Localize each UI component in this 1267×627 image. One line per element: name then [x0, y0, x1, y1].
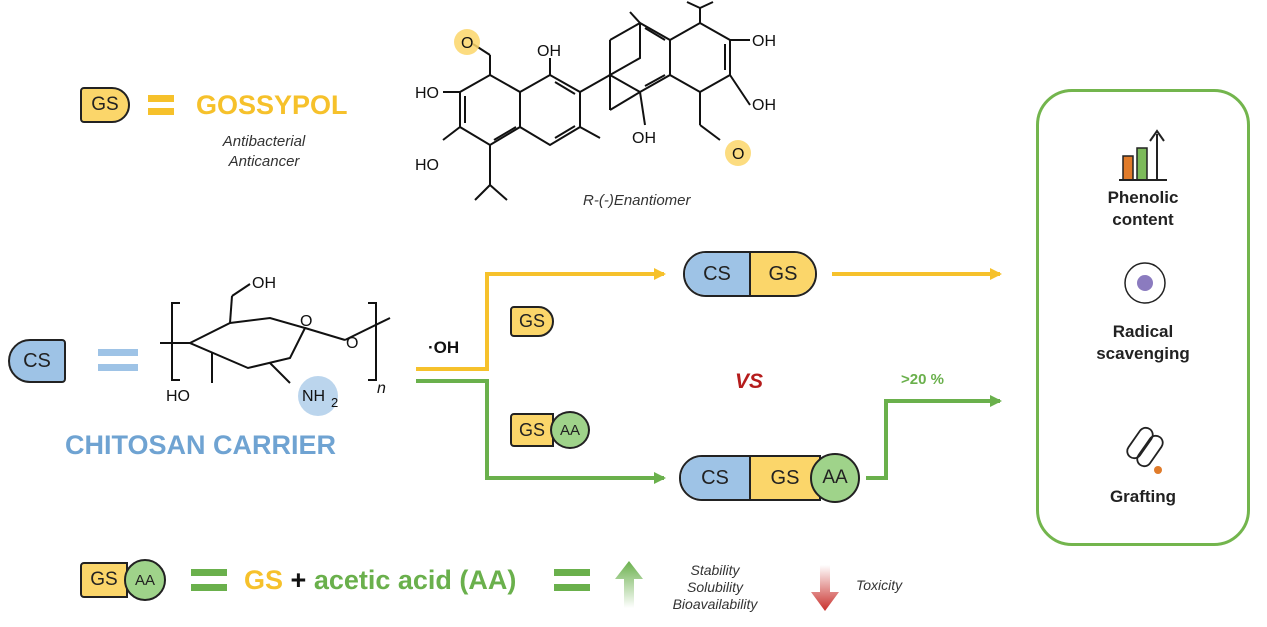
ga-equation-gs: GS — [244, 565, 284, 595]
gossypol-oh-2: OH — [752, 33, 776, 50]
up-property-3: Bioavailability — [672, 596, 758, 612]
yellow-reaction-arrow — [416, 268, 666, 371]
down-property-1: Toxicity — [856, 577, 903, 593]
gs-aa-reagent-aa: AA — [550, 411, 590, 449]
chitosan-oh-top: OH — [252, 275, 276, 292]
equals-sign-ga-2 — [554, 569, 590, 591]
gs-reagent-badge: GS — [510, 306, 554, 337]
equals-sign-chitosan — [98, 349, 138, 371]
results-panel: Phenolic content Radical scavenging Graf… — [1036, 89, 1250, 546]
cs-badge: CS — [8, 339, 66, 383]
chitosan-title: CHITOSAN CARRIER — [65, 430, 337, 460]
link-graft-icon — [1126, 426, 1164, 474]
ga-equation: GS + acetic acid (AA) — [244, 565, 516, 596]
chitosan-link-o: O — [346, 335, 358, 352]
gossypol-oh-3: OH — [752, 97, 776, 114]
gs-badge: GS — [80, 87, 130, 123]
gossypol-property-2: Anticancer — [228, 153, 300, 170]
ga-equation-plus: + — [290, 565, 307, 595]
chitosan-nh-sub: 2 — [331, 395, 338, 410]
up-property-2: Solubility — [686, 579, 744, 595]
equals-sign-gossypol — [148, 95, 174, 115]
ga-equation-acetic: acetic acid (AA) — [313, 565, 517, 595]
up-arrow-icon — [615, 561, 643, 608]
gossypol-title: GOSSYPOL — [196, 90, 348, 120]
phenolic-label-1: Phenolic — [1107, 188, 1179, 207]
cs-gs-aa-product-aa: AA — [810, 453, 860, 503]
grafting-label: Grafting — [1109, 487, 1177, 506]
green-output-arrow — [866, 395, 1002, 480]
down-arrow-icon — [811, 565, 839, 611]
improvement-label: >20 % — [901, 371, 944, 388]
cs-gs-product-cs: CS — [685, 253, 751, 295]
gossypol-structure: O O OH OH HO OH HO OH — [415, 1, 776, 201]
cs-gs-aa-product-gs: GS — [751, 457, 819, 499]
cs-gs-product-gs: GS — [751, 253, 815, 295]
enantiomer-caption: R-(-)Enantiomer — [583, 192, 691, 209]
aldehyde-o-left: O — [461, 35, 473, 52]
chitosan-ho: HO — [166, 388, 190, 405]
legend-aa-badge: AA — [124, 559, 166, 601]
chitosan-repeat-n: n — [377, 380, 386, 397]
gossypol-oh-1: OH — [537, 43, 561, 60]
gs-aa-reagent-gs: GS — [510, 413, 554, 447]
chitosan-ring-o: O — [300, 313, 312, 330]
chitosan-structure: OH O O HO NH 2 n — [160, 275, 391, 416]
legend-gs-badge: GS — [80, 562, 128, 598]
cs-gs-aa-product: CS GS — [679, 455, 821, 501]
green-reaction-arrow — [416, 379, 666, 484]
aldehyde-o-right: O — [732, 146, 744, 163]
equals-sign-ga-1 — [191, 569, 227, 591]
chitosan-nh: NH — [302, 388, 325, 405]
gossypol-oh-4: OH — [632, 130, 656, 147]
gossypol-ho-1: HO — [415, 85, 439, 102]
gossypol-property-1: Antibacterial — [222, 133, 306, 150]
radical-label-1: Radical — [1112, 322, 1174, 341]
gossypol-ho-2: HO — [415, 157, 439, 174]
radical-label-2: scavenging — [1096, 344, 1190, 363]
up-property-1: Stability — [690, 562, 740, 578]
radical-dot-icon — [1124, 262, 1166, 304]
up-properties: Stability Solubility Bioavailability — [650, 562, 780, 613]
hydroxyl-radical-label: ·OH — [428, 338, 460, 357]
vs-label: VS — [735, 370, 764, 393]
cs-gs-aa-product-cs: CS — [681, 457, 751, 499]
phenolic-label-2: content — [1112, 210, 1174, 229]
cs-gs-product: CS GS — [683, 251, 817, 297]
bar-chart-up-icon — [1119, 129, 1167, 181]
gs-badge-label: GS — [80, 87, 130, 123]
